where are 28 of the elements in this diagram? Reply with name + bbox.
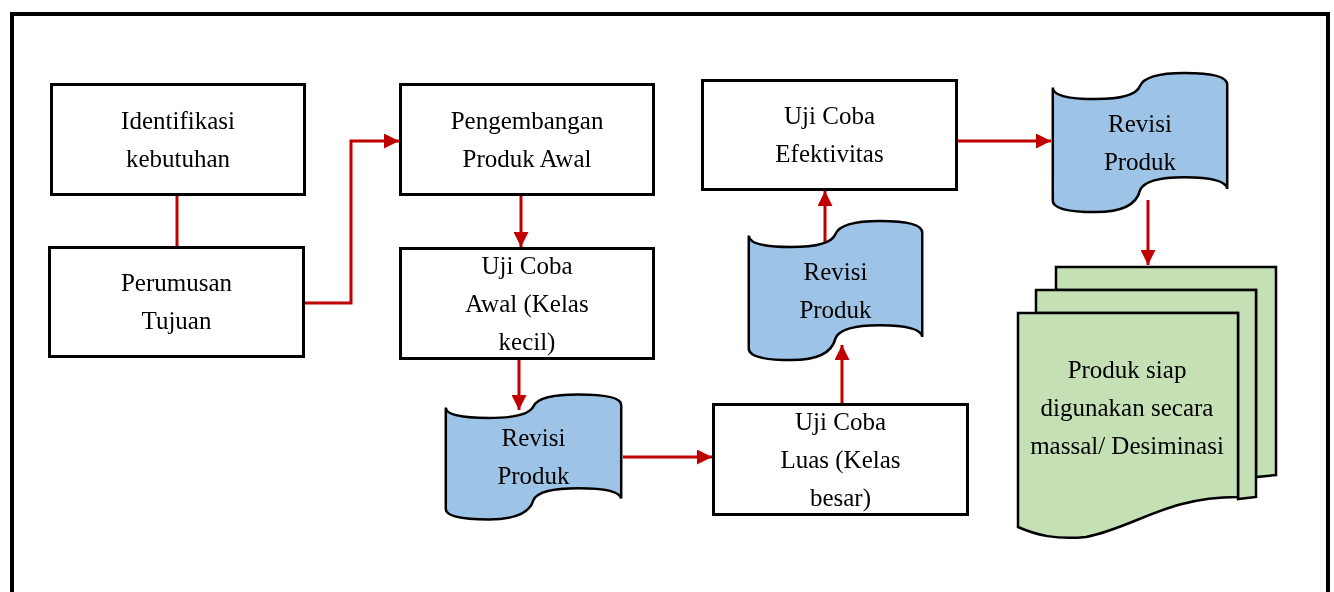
- process-box: [712, 403, 969, 516]
- box-label: Revisi Produk: [798, 256, 873, 325]
- process-box: [48, 246, 305, 358]
- process-box: [50, 83, 306, 196]
- punched-tape-shape: [1051, 70, 1229, 215]
- box-label: Uji Coba Awal (Kelas kecil): [464, 250, 590, 357]
- arrow: [305, 133, 399, 305]
- arrow: [1140, 200, 1156, 265]
- box-label: Uji Coba Luas (Kelas besar): [779, 406, 902, 513]
- box-label: Pengembangan Produk Awal: [450, 105, 604, 174]
- arrow: [817, 191, 833, 243]
- arrow: [513, 196, 529, 247]
- arrow: [958, 133, 1051, 149]
- box-label: Identifikasi kebutuhan: [120, 105, 236, 174]
- process-box: [399, 83, 655, 196]
- arrow: [834, 345, 850, 403]
- process-box: [701, 79, 958, 191]
- arrow: [511, 360, 527, 410]
- punched-tape-shape: [444, 392, 623, 522]
- box-label: Revisi Produk: [496, 423, 571, 491]
- box-label: Revisi Produk: [1102, 108, 1178, 177]
- multi-document-shape: [1016, 265, 1278, 540]
- box-label: Uji Coba Efektivitas: [774, 101, 885, 169]
- punched-tape-shape: [747, 218, 924, 363]
- box-label: Perumusan Tujuan: [119, 268, 234, 336]
- process-box: [399, 247, 655, 360]
- arrow: [623, 449, 712, 465]
- box-label: Produk siap digunakan secara massal/ Desiminasi: [1029, 355, 1225, 461]
